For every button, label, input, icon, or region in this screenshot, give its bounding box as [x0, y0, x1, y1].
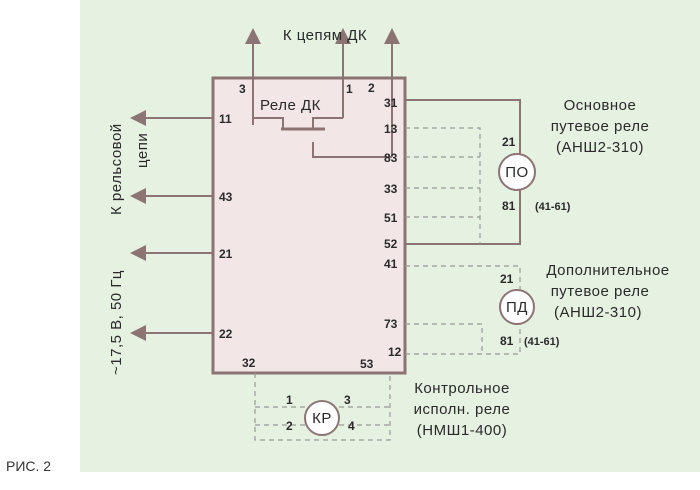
kr-relay-symbol: КР: [312, 410, 332, 427]
pd-relay-circle: [499, 289, 535, 325]
pd-alt-pins: (41-61): [524, 336, 560, 348]
po-alt-pins: (41-61): [535, 201, 571, 213]
right-pin-51: 51: [384, 211, 398, 225]
pd-pin-21: 21: [500, 272, 514, 286]
kr-title-1: Контрольное: [414, 380, 510, 397]
po-title-1: Основное: [564, 97, 637, 114]
left-pin-21: 21: [219, 247, 233, 261]
kr-pin-2: 2: [286, 419, 293, 433]
right-pin-13: 13: [384, 122, 398, 136]
po-relay-symbol: ПО: [505, 164, 528, 181]
right-pin-73: 73: [384, 317, 398, 331]
kr-relay-circle: [304, 400, 340, 436]
relay-dk-label: Реле ДК: [260, 97, 321, 114]
left-input-arrows: [130, 110, 213, 341]
kr-model: (НМШ1-400): [417, 422, 507, 439]
right-pin-83: 83: [384, 151, 398, 165]
voltage-label: ~17,5 В, 50 Гц: [108, 270, 125, 375]
relay-dk-pin-2: 2: [368, 81, 375, 95]
top-output-arrows: [245, 28, 400, 158]
right-pin-12: 12: [388, 345, 402, 359]
po-relay-circle: [498, 153, 536, 191]
kr-pin-4: 4: [348, 419, 355, 433]
relay-dk-pin-1: 1: [346, 82, 353, 96]
rail-label-1: К рельсовой: [108, 123, 125, 215]
right-pin-52: 52: [384, 237, 398, 251]
po-pin-81: 81: [502, 199, 516, 213]
pd-model: (АНШ2-310): [554, 304, 642, 321]
track-circuit-unit-box: [211, 76, 407, 375]
pd-relay-symbol: ПД: [506, 299, 528, 316]
right-pin-33: 33: [384, 182, 398, 196]
right-pins: 31 13 83 33 51 52 41 73 12 32 53: [242, 96, 402, 371]
po-model: (АНШ2-310): [556, 139, 644, 156]
figure-label: РИС. 2: [6, 458, 52, 474]
right-pin-31: 31: [384, 96, 398, 110]
bottom-pin-32: 32: [242, 356, 256, 370]
po-pin-21: 21: [502, 135, 516, 149]
pd-title-2: путевое реле: [551, 283, 650, 300]
dashed-wiring: [254, 127, 521, 441]
left-pin-22: 22: [219, 327, 233, 341]
rail-label-2: цепи: [134, 133, 151, 168]
po-title-2: путевое реле: [551, 118, 650, 135]
top-label: К цепям ДК: [283, 27, 367, 44]
kr-pin-3: 3: [344, 393, 351, 407]
right-pin-41: 41: [384, 257, 398, 271]
relay-dk-pin-3: 3: [239, 82, 246, 96]
kr-pin-1: 1: [286, 393, 293, 407]
pd-title-1: Дополнительное: [546, 262, 669, 279]
left-pin-11: 11: [219, 112, 232, 126]
bottom-pin-53: 53: [360, 357, 374, 371]
kr-title-2: исполн. реле: [414, 401, 511, 418]
pd-pin-81: 81: [500, 334, 514, 348]
left-pin-43: 43: [219, 190, 233, 204]
